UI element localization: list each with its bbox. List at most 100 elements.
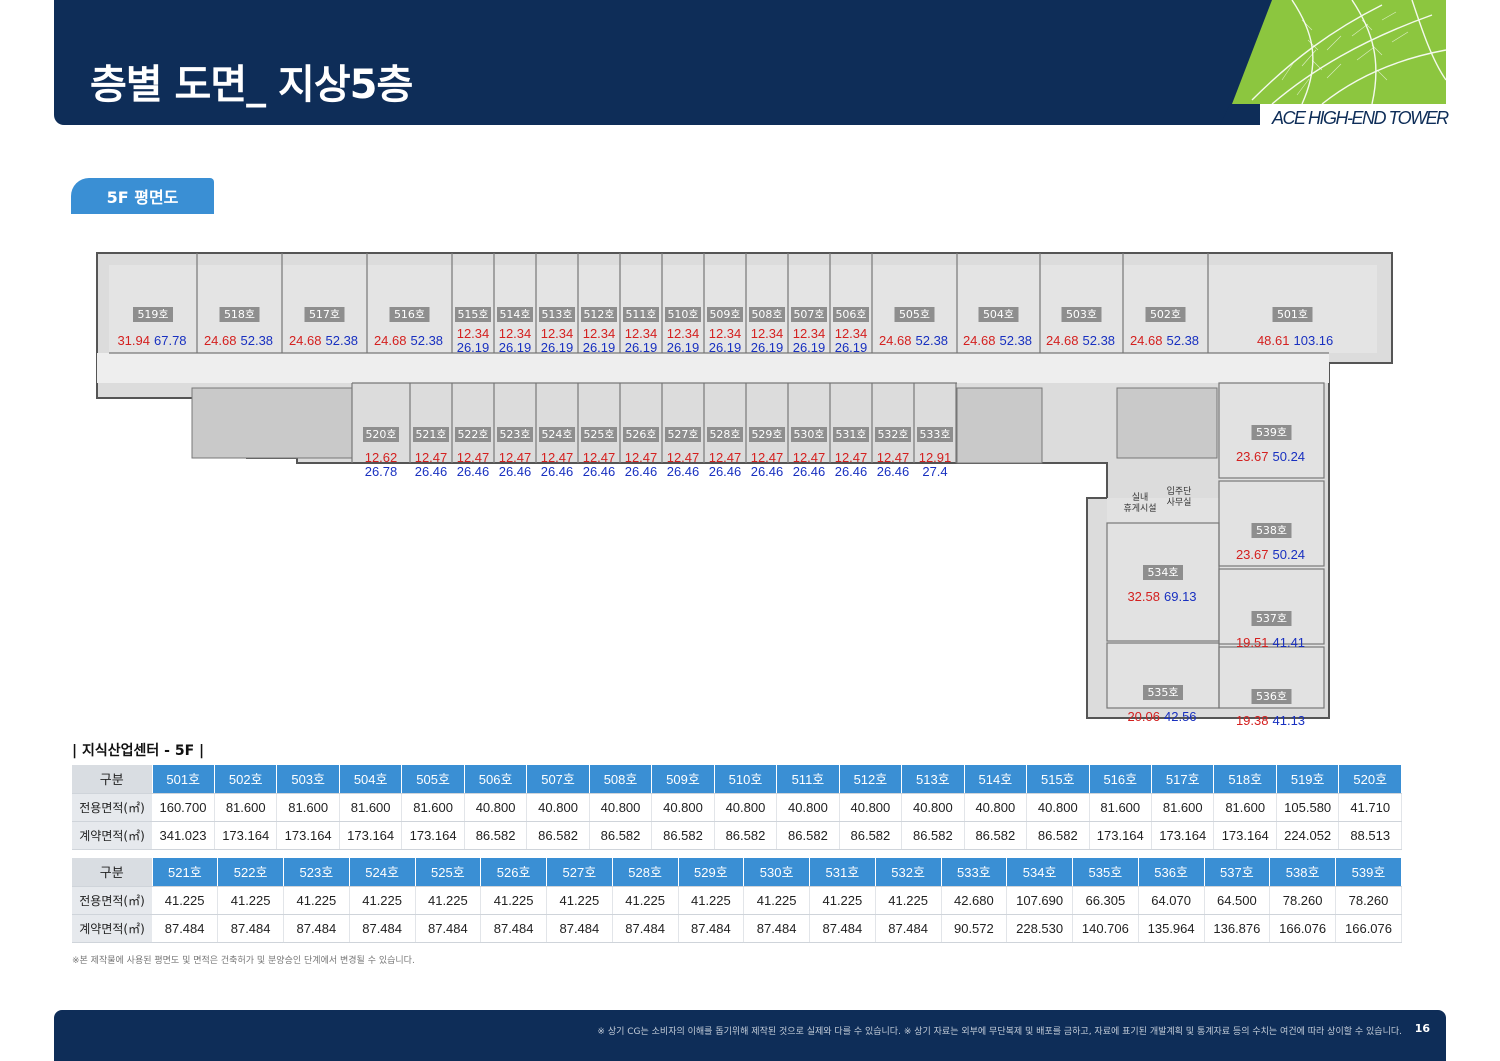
unit-tag-bg [497,427,533,442]
unit-tag-bg [455,427,491,442]
unit-header: 531호 [809,858,876,887]
unit-label: 523호 [499,428,530,441]
area-value: 66.305 [1072,886,1139,915]
unit-tag-bg [1143,565,1183,580]
exclusive-area: 20.06 [1127,709,1160,724]
exclusive-area: 24.68 [1046,333,1079,348]
disclaimer: ※본 제작물에 사용된 평면도 및 면적은 건축허가 및 분양승인 단계에서 변… [72,956,415,966]
area-value: 41.225 [152,886,219,915]
unit-tag-bg [539,427,575,442]
unit-label: 524호 [541,428,572,441]
unit-tag-bg [363,427,399,442]
exclusive-area: 12.34 [835,326,868,341]
exclusive-area: 24.68 [1130,333,1163,348]
exclusive-area: 24.68 [963,333,996,348]
area-value: 86.582 [651,821,715,850]
unit-label: 502호 [1150,308,1181,321]
area-value: 88.513 [1338,821,1402,850]
area-value: 86.582 [964,821,1028,850]
row-label: 전용면적(㎡) [72,886,152,915]
unit-header: 524호 [349,858,416,887]
unit-label: 515호 [457,308,488,321]
unit-label: 527호 [667,428,698,441]
contract-area: 26.46 [499,464,532,479]
lounge-label-line1: 실내 [1132,492,1149,503]
area-value: 40.800 [651,793,715,822]
unit-wall [1218,646,1325,709]
contract-area: 26.46 [415,464,448,479]
area-value: 41.225 [349,886,416,915]
area-value: 87.484 [612,914,679,943]
area-value: 81.600 [401,793,465,822]
unit-header: 528호 [612,858,679,887]
unit-label: 528호 [709,428,740,441]
exclusive-area: 12.47 [583,450,616,465]
unit-header: 514호 [964,765,1028,794]
area-value: 41.710 [1338,793,1402,822]
unit-label: 522호 [457,428,488,441]
unit-label: 507호 [793,308,824,321]
area-value: 40.800 [1026,793,1090,822]
area-value: 41.225 [283,886,350,915]
unit-header: 525호 [415,858,482,887]
contract-area: 41.13 [1273,713,1306,728]
area-value: 87.484 [546,914,613,943]
contract-area: 52.38 [241,333,274,348]
unit-tag-bg [389,307,430,322]
unit-tag-bg [749,307,785,322]
unit-label: 518호 [224,308,255,321]
exclusive-area: 32.58 [1127,589,1160,604]
unit-header: 505호 [401,765,465,794]
unit-header: 508호 [589,765,653,794]
unit-label: 519호 [137,308,168,321]
unit-header: 536호 [1138,858,1205,887]
unit-label: 539호 [1256,426,1287,439]
area-value: 86.582 [776,821,840,850]
area-value: 173.164 [1213,821,1277,850]
area-value: 41.225 [415,886,482,915]
unit-header: 506호 [464,765,528,794]
area-value: 87.484 [743,914,810,943]
area-value: 86.582 [1026,821,1090,850]
area-value: 41.225 [743,886,810,915]
exclusive-area: 12.47 [457,450,490,465]
unit-tag-bg [1272,307,1313,322]
exclusive-area: 48.61 [1257,333,1290,348]
area-value: 140.706 [1072,914,1139,943]
exclusive-area: 12.47 [877,450,910,465]
area-value: 40.800 [839,793,903,822]
contract-area: 26.19 [625,340,658,355]
exclusive-area: 31.94 [117,333,150,348]
exclusive-area: 12.34 [793,326,826,341]
unit-label: 521호 [415,428,446,441]
exclusive-area: 12.34 [457,326,490,341]
unit-tag-bg [1143,685,1183,700]
row-label: 계약면적(㎡) [72,821,152,850]
area-value: 41.225 [809,886,876,915]
exclusive-area: 12.47 [835,450,868,465]
unit-label: 516호 [394,308,425,321]
area-value: 40.800 [901,793,965,822]
contract-area: 26.19 [457,340,490,355]
unit-label: 504호 [983,308,1014,321]
floor-tab-5f: 5F 평면도 [71,178,214,214]
exclusive-area: 12.34 [583,326,616,341]
unit-header: 520호 [1338,765,1402,794]
exclusive-area: 12.47 [751,450,784,465]
contract-area: 52.38 [916,333,949,348]
area-value: 173.164 [1151,821,1215,850]
contract-area: 26.19 [583,340,616,355]
area-value: 224.052 [1276,821,1340,850]
area-value: 81.600 [214,793,278,822]
